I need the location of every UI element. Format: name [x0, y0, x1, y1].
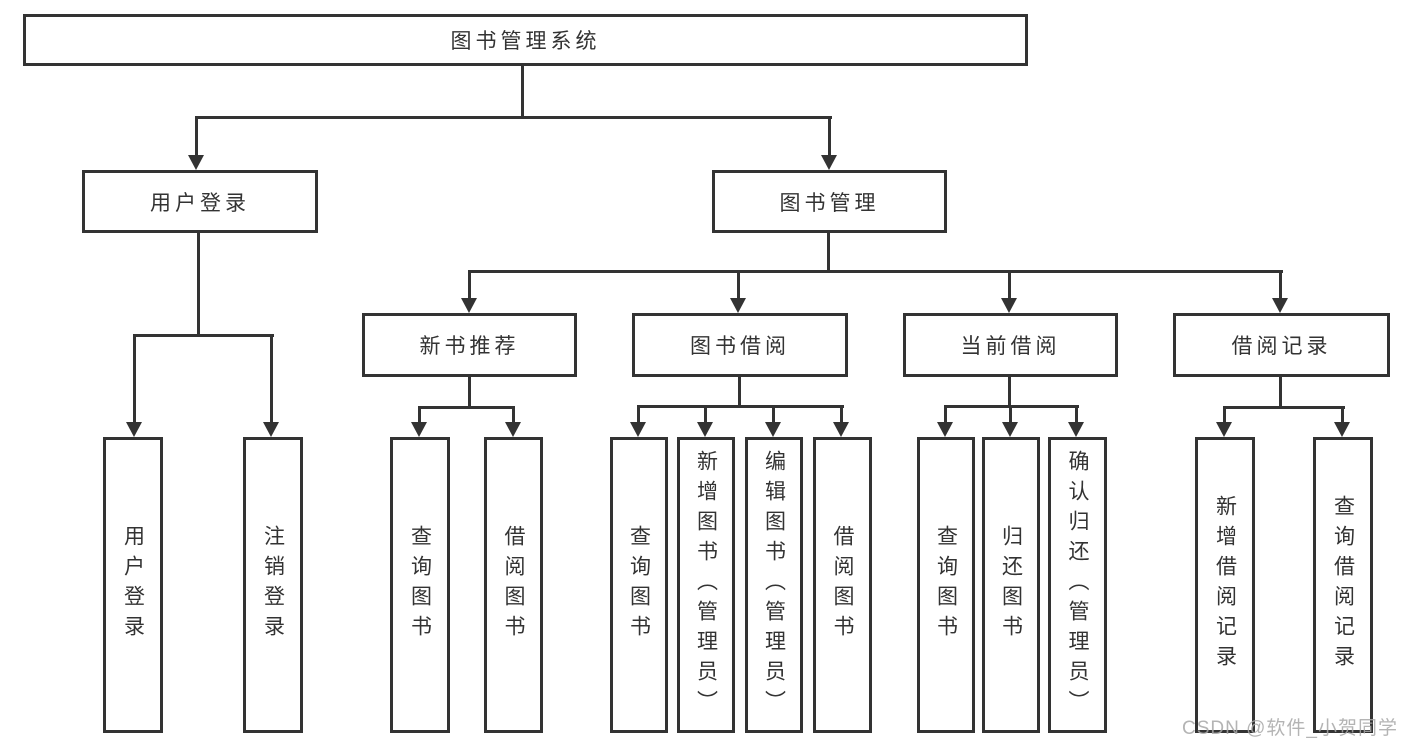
leaf-logout: 注销登录	[243, 437, 303, 733]
connector-line	[1223, 406, 1226, 423]
leaf-edit-books-admin: 编辑图书（管理员）	[745, 437, 803, 733]
leaf-borrow-books: 借阅图书	[813, 437, 872, 733]
node-borrowing-records: 借阅记录	[1173, 313, 1390, 377]
connector-line	[1279, 377, 1282, 409]
connector-line	[772, 405, 775, 423]
arrowhead-down-icon	[263, 422, 279, 437]
arrowhead-down-icon	[1068, 422, 1084, 437]
arrowhead-down-icon	[1002, 422, 1018, 437]
connector-line	[737, 270, 740, 299]
connector-line	[521, 66, 524, 118]
arrowhead-down-icon	[1216, 422, 1232, 437]
connector-line	[1009, 405, 1012, 423]
node-label: 用户登录	[150, 191, 250, 215]
connector-line	[468, 377, 471, 409]
node-label: 借阅记录	[1231, 335, 1332, 358]
connector-line	[197, 233, 200, 337]
connector-line	[133, 334, 136, 423]
arrowhead-down-icon	[697, 422, 713, 437]
arrowhead-down-icon	[630, 422, 646, 437]
arrowhead-down-icon	[411, 422, 427, 437]
arrowhead-down-icon	[937, 422, 953, 437]
node-label: 查询图书	[627, 525, 651, 645]
node-library-management-system: 图书管理系统	[23, 14, 1028, 66]
leaf-query-books-current: 查询图书	[917, 437, 975, 733]
arrowhead-down-icon	[188, 155, 204, 170]
arrowhead-down-icon	[821, 155, 837, 170]
arrowhead-down-icon	[126, 422, 142, 437]
connector-line	[1279, 270, 1282, 299]
node-label: 确认归还（管理员）	[1066, 450, 1089, 720]
node-label: 编辑图书（管理员）	[762, 450, 786, 720]
connector-line	[637, 405, 640, 423]
connector-line	[418, 406, 421, 423]
arrowhead-down-icon	[505, 422, 521, 437]
connector-line	[944, 405, 947, 423]
connector-line	[637, 405, 844, 408]
node-label: 用户登录	[121, 525, 145, 645]
connector-line	[270, 334, 273, 423]
arrowhead-down-icon	[1001, 298, 1017, 313]
arrowhead-down-icon	[765, 422, 781, 437]
connector-line	[738, 377, 741, 408]
node-book-borrowing: 图书借阅	[632, 313, 848, 377]
connector-line	[512, 406, 515, 423]
leaf-query-books-recommend: 查询图书	[390, 437, 450, 733]
node-label: 图书管理	[779, 191, 880, 215]
node-label: 查询图书	[408, 525, 432, 645]
connector-line	[418, 406, 515, 409]
connector-line	[828, 118, 831, 158]
node-label: 图书管理系统	[450, 30, 601, 53]
node-label: 注销登录	[261, 525, 285, 645]
connector-line	[1223, 406, 1345, 409]
connector-line	[468, 270, 471, 299]
connector-line	[133, 334, 274, 337]
node-book-management: 图书管理	[712, 170, 947, 233]
connector-line	[1008, 270, 1011, 299]
node-new-book-recommendation: 新书推荐	[362, 313, 577, 377]
leaf-user-login: 用户登录	[103, 437, 163, 733]
leaf-confirm-return-admin: 确认归还（管理员）	[1048, 437, 1107, 733]
connector-line	[840, 405, 843, 423]
connector-line	[827, 233, 830, 273]
leaf-add-borrow-record: 新增借阅记录	[1195, 437, 1255, 733]
arrowhead-down-icon	[730, 298, 746, 313]
node-label: 新书推荐	[419, 335, 520, 358]
node-label: 查询借阅记录	[1331, 495, 1355, 675]
node-label: 图书借阅	[690, 335, 790, 358]
connector-line	[195, 116, 832, 119]
node-user-login: 用户登录	[82, 170, 318, 233]
connector-line	[1075, 405, 1078, 423]
arrowhead-down-icon	[1272, 298, 1288, 313]
node-label: 归还图书	[999, 525, 1023, 645]
arrowhead-down-icon	[833, 422, 849, 437]
connector-line	[195, 118, 198, 158]
arrowhead-down-icon	[1334, 422, 1350, 437]
connector-line	[1008, 377, 1011, 408]
connector-line	[704, 405, 707, 423]
node-label: 当前借阅	[960, 335, 1061, 358]
leaf-borrow-books-recommend: 借阅图书	[484, 437, 543, 733]
node-current-borrowing: 当前借阅	[903, 313, 1118, 377]
leaf-query-books-borrow: 查询图书	[610, 437, 668, 733]
arrowhead-down-icon	[461, 298, 477, 313]
node-label: 借阅图书	[502, 525, 525, 645]
node-label: 新增图书（管理员）	[694, 450, 718, 720]
connector-line	[468, 270, 1283, 273]
node-label: 查询图书	[934, 525, 958, 645]
leaf-return-books: 归还图书	[982, 437, 1040, 733]
leaf-add-books-admin: 新增图书（管理员）	[677, 437, 735, 733]
connector-line	[1341, 406, 1344, 423]
csdn-watermark: CSDN @软件_小贺同学	[1182, 718, 1398, 739]
node-label: 新增借阅记录	[1213, 495, 1237, 675]
leaf-query-borrow-record: 查询借阅记录	[1313, 437, 1373, 733]
node-label: 借阅图书	[831, 525, 854, 645]
